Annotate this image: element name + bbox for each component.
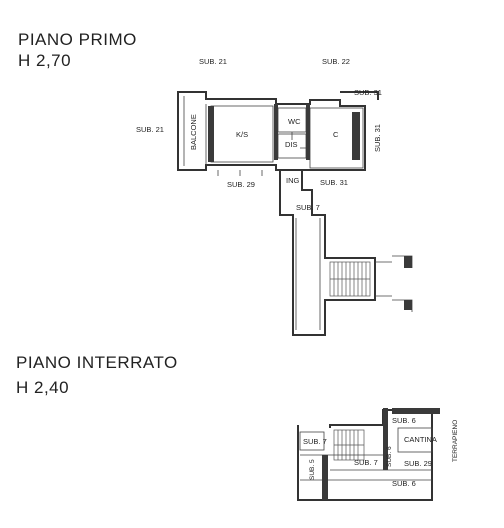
bedroom-window-wall <box>352 112 360 160</box>
right-stubs <box>375 255 413 312</box>
ks-window-wall <box>208 106 214 162</box>
balcony-edge <box>183 96 207 166</box>
label-wc: WC <box>288 117 301 126</box>
label-sub21-left: SUB. 21 <box>136 125 164 134</box>
apartment-outline <box>177 91 366 171</box>
label-ing: ING <box>286 176 300 185</box>
first-floor-title: PIANO PRIMO <box>18 30 137 49</box>
label-c: C <box>333 130 339 139</box>
label-sub31-top: SUB. 31 <box>354 88 382 97</box>
label-sub29: SUB. 29 <box>227 180 255 189</box>
right-pillars <box>404 256 412 310</box>
first-floor-plan: SUB. 21 SUB. 22 SUB. 31 SUB. 21 BALCONE … <box>136 57 413 336</box>
stair-steps <box>330 262 370 296</box>
basement-title: PIANO INTERRATO <box>16 353 178 372</box>
label-sub5: SUB. 5 <box>309 459 316 480</box>
label-sub31-bottom: SUB. 31 <box>320 178 348 187</box>
partition-wall <box>274 104 278 160</box>
label-ks: K/S <box>236 130 248 139</box>
basement-height: H 2,40 <box>16 378 70 397</box>
label-dis: DIS <box>285 140 298 149</box>
label-sub7: SUB. 7 <box>354 458 378 467</box>
stair-corridor <box>279 170 376 336</box>
basement-top-wall <box>392 408 440 414</box>
first-floor-height: H 2,70 <box>18 51 72 70</box>
label-sub31-right: SUB. 31 <box>373 124 382 152</box>
label-sub6-top: SUB. 6 <box>392 416 416 425</box>
label-balcone: BALCONE <box>189 114 198 150</box>
partition-wall-2 <box>306 104 310 160</box>
ticks-bottom <box>217 170 263 176</box>
basement-core-wall <box>383 408 388 470</box>
label-sub6-vertical: SUB. 6 <box>386 446 393 467</box>
label-sub6-bottom: SUB. 6 <box>392 479 416 488</box>
basement-sub7-small-room <box>299 431 325 451</box>
label-cantina: CANTINA <box>404 435 437 444</box>
label-sub29: SUB. 29 <box>404 459 432 468</box>
label-sub21-top: SUB. 21 <box>199 57 227 66</box>
label-sub22: SUB. 22 <box>322 57 350 66</box>
label-terrapieno: TERRAPIENO <box>452 420 459 462</box>
basement-stair-steps <box>334 430 364 460</box>
label-sub7-small: SUB. 7 <box>303 437 327 446</box>
basement-plan: SUB. 6 TERRAPIENO CANTINA SUB. 7 SUB. 6 … <box>297 408 459 501</box>
basement-corridor-wall <box>322 455 328 500</box>
corridor-inner <box>295 218 321 330</box>
door-hints <box>291 132 306 149</box>
label-sub7: SUB. 7 <box>296 203 320 212</box>
cantina-room <box>397 427 433 453</box>
top-right-block <box>340 91 379 100</box>
